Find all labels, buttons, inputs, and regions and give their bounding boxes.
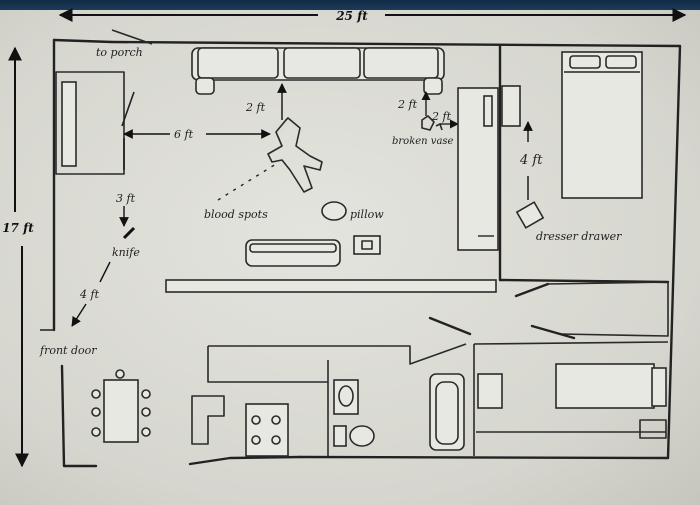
dining-table bbox=[91, 369, 151, 443]
sofa-top bbox=[191, 47, 445, 95]
broken-vase-label-1: broken vase bbox=[392, 136, 454, 147]
wardrobe bbox=[457, 87, 499, 251]
six-ft-label: 6 ft bbox=[174, 128, 194, 141]
sofa-bottom bbox=[245, 239, 341, 267]
knife-label: knife bbox=[112, 246, 140, 259]
side-table bbox=[353, 235, 381, 255]
dresser-drawer-label: dresser drawer bbox=[536, 230, 622, 243]
two-ft-vase-a-label: 2 ft bbox=[397, 98, 418, 111]
width-dimension: 25 ft bbox=[58, 8, 687, 23]
body-outline bbox=[267, 117, 323, 193]
blood-spots bbox=[217, 163, 277, 201]
two-ft-body-label: 2 ft bbox=[245, 101, 266, 114]
three-ft-knife-label: 3 ft bbox=[116, 192, 136, 205]
bed bbox=[561, 51, 643, 199]
dresser-drawer bbox=[515, 201, 545, 229]
two-ft-vase-b-label: 2 ft bbox=[431, 110, 452, 123]
pillow-label: pillow bbox=[350, 208, 384, 221]
four-ft-dresser-label: 4 ft bbox=[519, 153, 543, 168]
entry-closet bbox=[55, 71, 135, 175]
blood-spots-label: blood spots bbox=[204, 208, 268, 221]
half-wall-counter bbox=[165, 279, 497, 293]
bedroom-closet bbox=[514, 281, 669, 340]
knife-icon bbox=[122, 226, 136, 240]
front-door-label: front door bbox=[39, 344, 97, 357]
to-porch-label: to porch bbox=[96, 46, 143, 59]
bathroom bbox=[327, 360, 465, 456]
nightstand bbox=[501, 85, 521, 127]
kitchen bbox=[191, 316, 472, 457]
back-room bbox=[473, 341, 669, 456]
porch-door bbox=[111, 29, 153, 45]
pillow bbox=[321, 201, 347, 221]
exterior-walls bbox=[52, 38, 682, 468]
height-dimension: 17 ft bbox=[2, 46, 34, 468]
four-ft-door-label: 4 ft bbox=[79, 288, 100, 301]
width-label: 25 ft bbox=[335, 9, 368, 23]
height-label: 17 ft bbox=[2, 221, 34, 235]
